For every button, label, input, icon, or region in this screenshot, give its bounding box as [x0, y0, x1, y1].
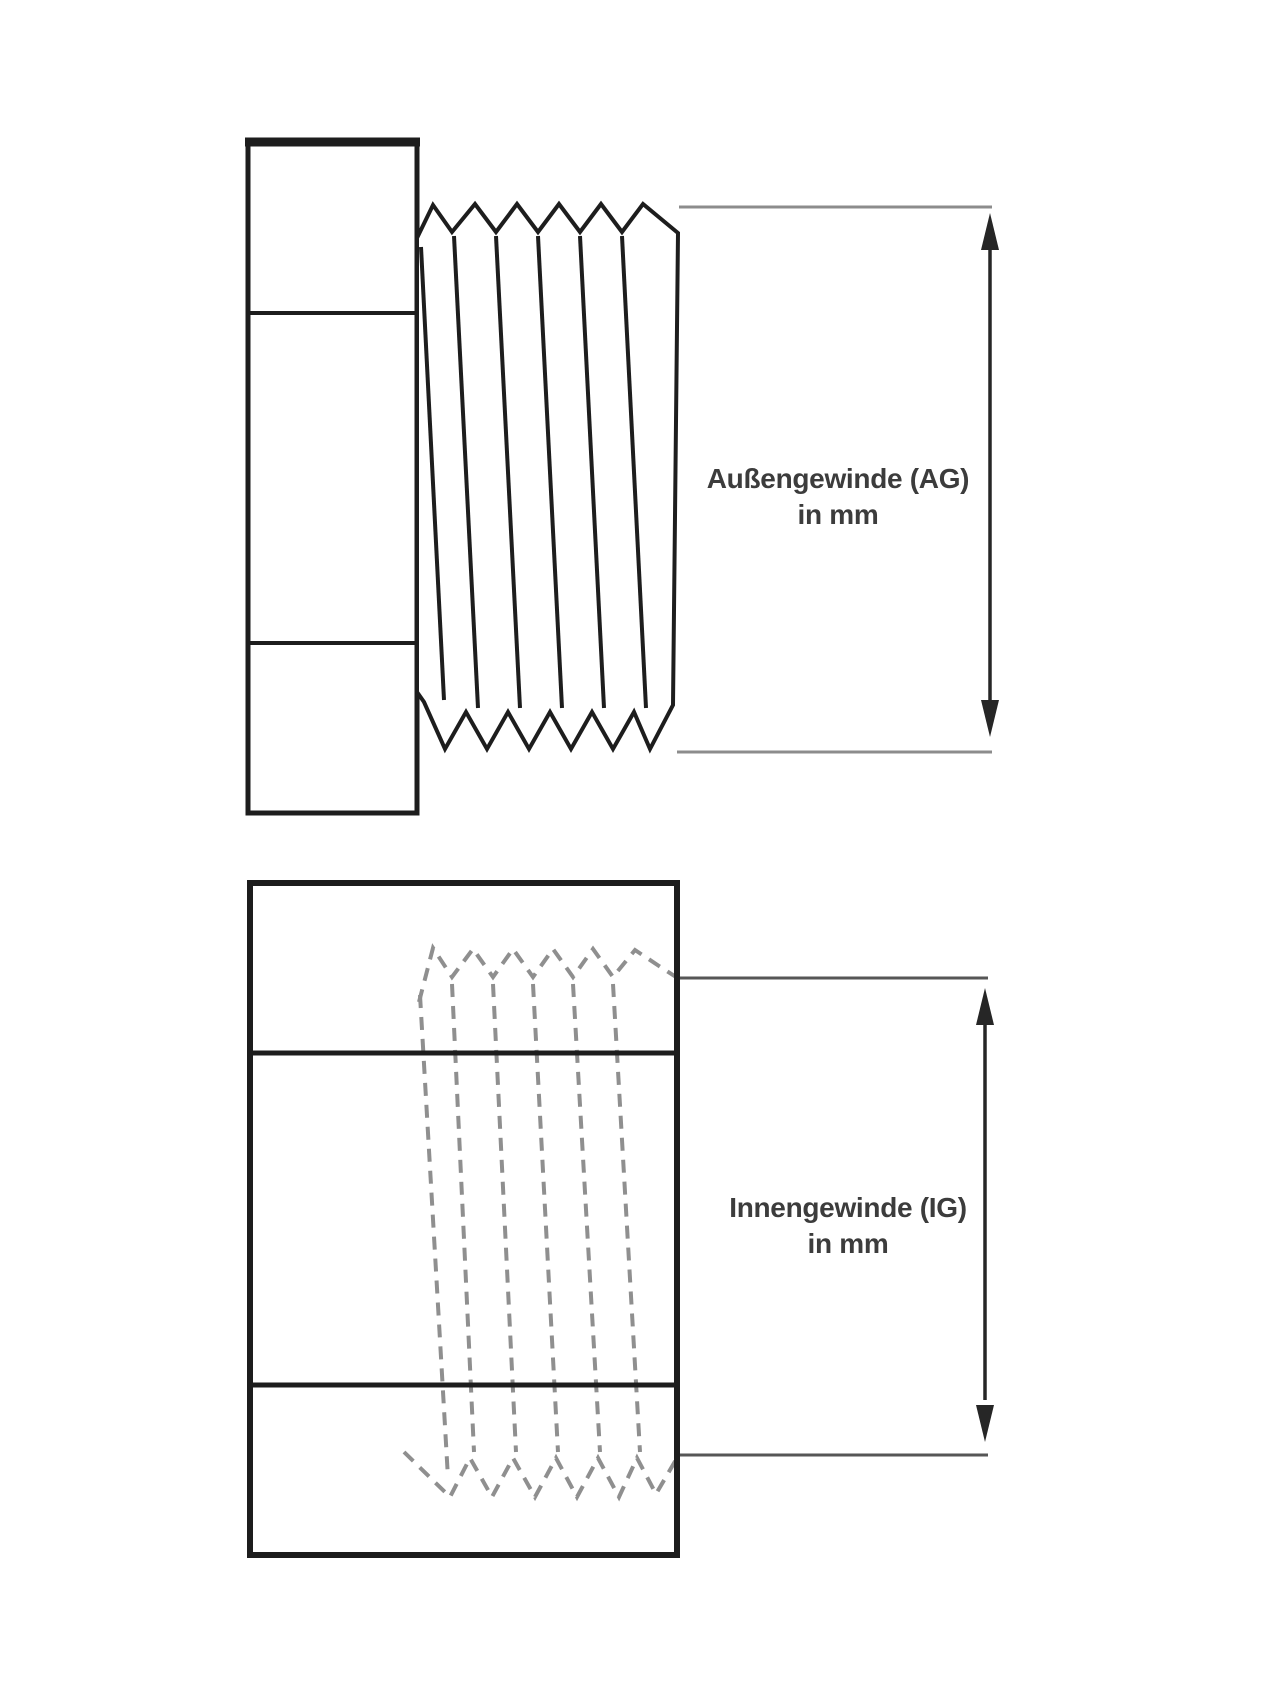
internal-dimension-arrow [976, 988, 994, 1442]
external-dimension-arrow [981, 213, 999, 737]
internal-thread-flank-line [418, 994, 450, 1479]
external-thread-label-line1: Außengewinde (AG) [707, 463, 969, 494]
external-thread-profile [415, 200, 681, 754]
external-thread-outlines [245, 137, 681, 816]
thread-flank-line [494, 235, 522, 709]
internal-thread-flank-line [571, 983, 602, 1453]
internal-thread-flank-line [611, 983, 642, 1453]
internal-thread-flank-line [450, 983, 476, 1453]
thread-flank-line [536, 235, 564, 709]
internal-thread-top-crests [417, 943, 678, 1003]
internal-thread-outlines [247, 880, 680, 1558]
external-thread-label-line2: in mm [798, 499, 879, 530]
hex-head [245, 137, 420, 816]
thread-flank-line [419, 246, 446, 701]
arrow-down-icon [976, 1405, 994, 1442]
internal-thread-flank-line [491, 983, 518, 1453]
external-thread-label: Außengewinde (AG) in mm [707, 463, 970, 530]
internal-extension-lines [680, 976, 988, 1457]
arrow-down-icon [981, 700, 999, 737]
thread-flank-lines [419, 235, 648, 709]
thread-flank-line [578, 235, 606, 709]
internal-thread-flank-line [531, 983, 560, 1453]
internal-thread-bottom-crests [402, 1450, 679, 1502]
arrow-up-icon [981, 213, 999, 250]
internal-thread-label: Innengewinde (IG) in mm [729, 1192, 967, 1259]
external-extension-lines [677, 205, 992, 754]
thread-flank-line [452, 235, 480, 709]
thread-flank-line [620, 235, 648, 709]
fitting-body [247, 880, 680, 1558]
internal-thread-diagram: Innengewinde (IG) in mm [247, 880, 994, 1558]
external-thread-diagram: Außengewinde (AG) in mm [245, 137, 999, 816]
internal-thread-label-line2: in mm [808, 1228, 889, 1259]
internal-thread-dashed [402, 943, 679, 1502]
arrow-up-icon [976, 988, 994, 1025]
internal-thread-label-line1: Innengewinde (IG) [729, 1192, 967, 1223]
